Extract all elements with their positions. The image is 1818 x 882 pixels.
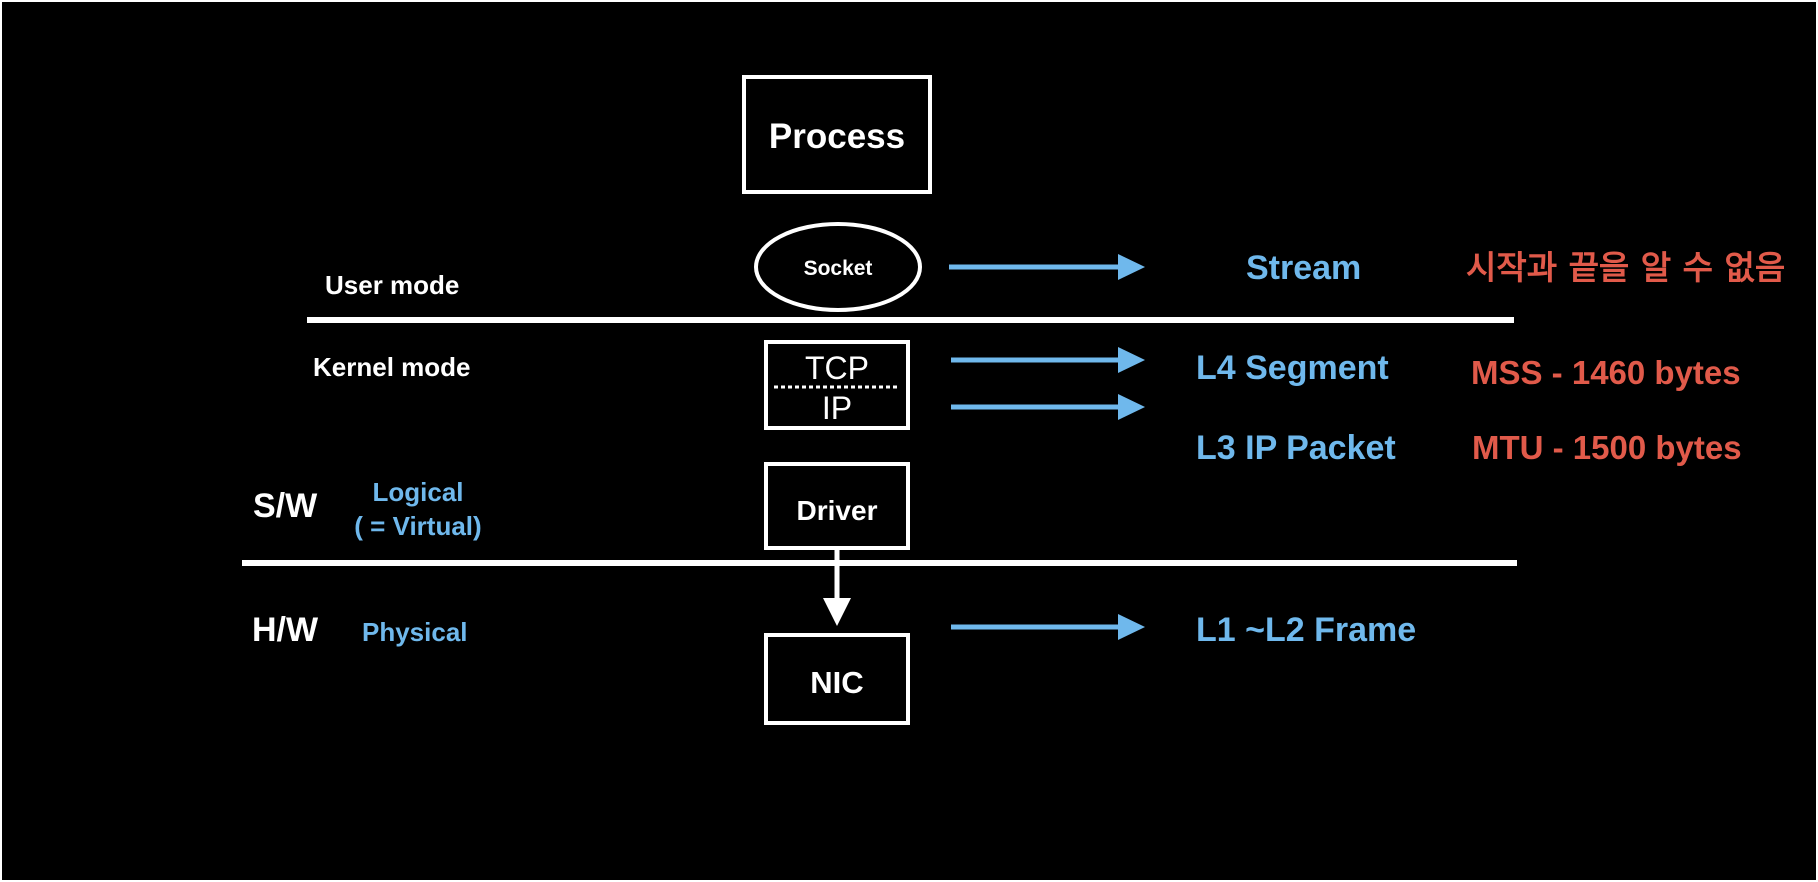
ip-to-packet-arrowhead xyxy=(1118,394,1145,420)
nic-box xyxy=(764,633,910,725)
stream-note: 시작과 끝을 알 수 없음 xyxy=(1466,248,1786,287)
nic-to-frame-arrowhead xyxy=(1118,614,1145,640)
driver-label: Driver xyxy=(796,495,878,526)
socket-ellipse xyxy=(754,222,922,312)
nic-label: NIC xyxy=(810,665,864,700)
kernel-mode-label: Kernel mode xyxy=(313,352,471,382)
driver-to-nic-arrowhead xyxy=(823,598,851,626)
tcp-to-segment-arrowhead xyxy=(1118,347,1145,373)
process-label: Process xyxy=(768,117,906,156)
process-box xyxy=(742,75,932,194)
ip-label: IP xyxy=(821,390,853,426)
virtual-label: ( = Virtual) xyxy=(354,511,482,541)
mss-note: MSS - 1460 bytes xyxy=(1471,354,1741,391)
user-mode-label: User mode xyxy=(325,270,460,300)
tcp-label: TCP xyxy=(805,350,869,386)
socket-to-stream-arrowhead xyxy=(1118,254,1145,280)
l4-segment-label: L4 Segment xyxy=(1196,349,1389,387)
mtu-note: MTU - 1500 bytes xyxy=(1472,429,1742,466)
physical-label: Physical xyxy=(362,617,468,647)
l3-packet-label: L3 IP Packet xyxy=(1196,429,1396,467)
tcp-ip-box xyxy=(764,340,910,430)
frame-label: L1 ~L2 Frame xyxy=(1196,611,1417,649)
stream-label: Stream xyxy=(1246,249,1362,287)
hardware-label: H/W xyxy=(252,611,319,649)
socket-label: Socket xyxy=(803,257,873,280)
software-label: S/W xyxy=(253,487,318,525)
logical-label: Logical xyxy=(372,477,464,507)
